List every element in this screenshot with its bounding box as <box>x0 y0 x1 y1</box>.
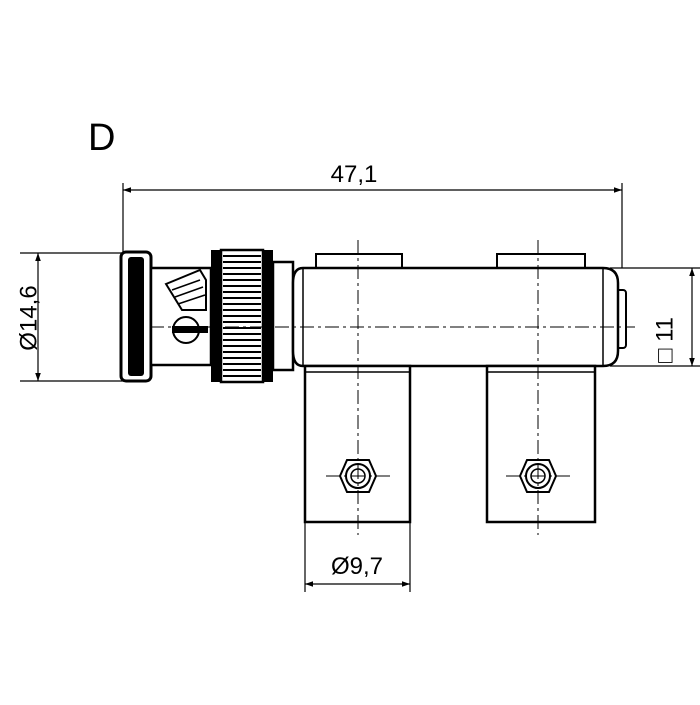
connector-neck <box>271 260 295 372</box>
bracket-diameter-label: Ø9,7 <box>331 553 383 580</box>
connector-diameter-label: Ø14,6 <box>15 285 42 350</box>
mounting-bracket-right <box>485 364 597 524</box>
knurl-ring-left <box>211 250 221 382</box>
connector-diameter-dimension: Ø14,6 <box>15 252 140 382</box>
bayonet-slot <box>164 268 207 311</box>
top-boss-left <box>315 253 403 269</box>
knurl-texture <box>223 255 261 377</box>
overall-length-label: 47,1 <box>331 161 378 188</box>
main-body <box>291 266 620 368</box>
center-lines <box>150 240 635 535</box>
square-section-dimension: □ 11 <box>610 267 700 367</box>
connector-flange-face <box>128 257 144 376</box>
square-section-label: □ 11 <box>651 317 678 363</box>
figure-label: D <box>88 117 115 159</box>
bnc-connector <box>119 248 295 384</box>
splitter-body <box>291 253 627 524</box>
knurl-ring-right <box>263 250 273 382</box>
top-boss-right <box>496 253 586 269</box>
bracket-diameter-dimension: Ø9,7 <box>304 522 411 592</box>
overall-length-dimension: 47,1 <box>122 161 623 268</box>
bayonet-pin-bar <box>172 326 208 333</box>
